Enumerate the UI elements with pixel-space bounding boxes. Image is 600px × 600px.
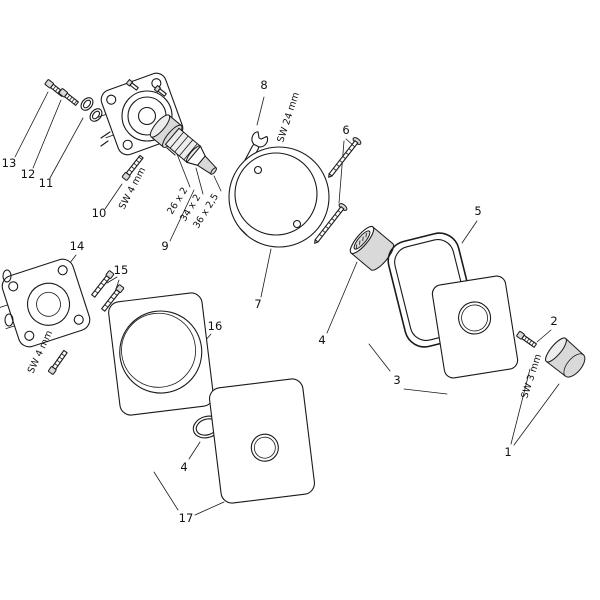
part-label-10: 10 <box>92 206 107 220</box>
part-label-4a: 4 <box>318 333 325 347</box>
screw-2 <box>516 330 537 348</box>
screw-sw4-left <box>47 349 68 375</box>
screw-10 <box>121 154 144 181</box>
part-label-2: 2 <box>550 314 557 328</box>
part-label-4b: 4 <box>180 460 187 474</box>
o-rings-11 <box>80 97 103 122</box>
sleeve-4 <box>349 225 395 271</box>
part-label-16: 16 <box>208 319 223 333</box>
annotation-sw24: SW 24 mm <box>275 91 302 144</box>
part-labels: 13 12 11 10 9 8 7 6 5 4 3 2 1 14 15 16 4… <box>2 78 558 525</box>
screw-12 <box>58 88 79 106</box>
square-plate-17 <box>208 378 316 504</box>
leader-lines <box>14 91 560 516</box>
valve-body-14 <box>0 258 91 348</box>
cartridge-9 <box>149 114 217 175</box>
part-label-17: 17 <box>179 511 194 525</box>
part-label-7: 7 <box>254 297 261 311</box>
screw-15b <box>101 284 125 312</box>
part-label-11: 11 <box>39 176 54 190</box>
square-plate-16 <box>108 292 214 416</box>
part-label-3: 3 <box>393 373 400 387</box>
screw-6b <box>314 203 348 244</box>
screw-15a <box>91 270 115 298</box>
square-plate-3 <box>431 275 519 379</box>
knob-1 <box>545 337 586 378</box>
screw-6a <box>328 137 362 178</box>
annotation-sw4-top: SW 4 mm <box>117 166 148 212</box>
part-label-14: 14 <box>70 239 85 253</box>
part-label-15: 15 <box>114 263 129 277</box>
part-label-6: 6 <box>342 123 349 137</box>
round-flange-7 <box>228 146 330 248</box>
part-label-8: 8 <box>260 78 267 92</box>
part-label-5: 5 <box>474 204 481 218</box>
annotation-sw3: SW 3 mm <box>519 353 544 400</box>
part-label-1: 1 <box>504 445 511 459</box>
part-label-12: 12 <box>21 167 36 181</box>
part-label-9: 9 <box>161 239 168 253</box>
part-label-13: 13 <box>2 156 17 170</box>
